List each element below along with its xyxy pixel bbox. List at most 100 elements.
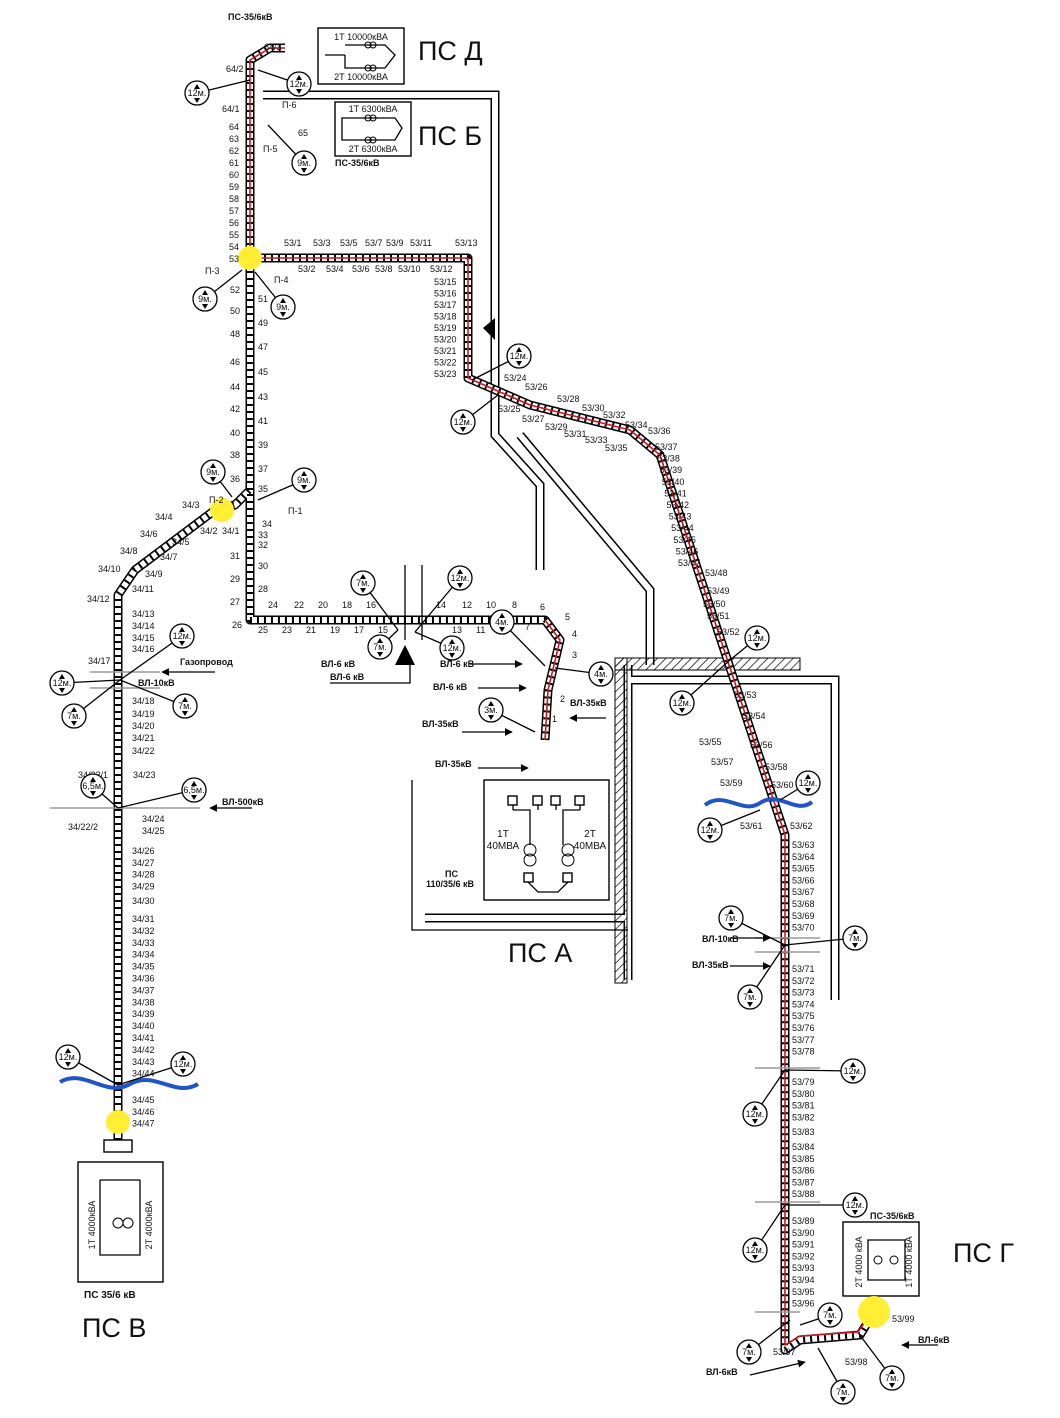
balloon-height-label: 4м. xyxy=(594,669,608,679)
peg-label-b53-56: 53/58 xyxy=(765,762,788,772)
vl35-g-label: ВЛ-35кВ xyxy=(692,960,729,970)
peg-label-top-24: 48 xyxy=(230,329,240,339)
peg-label-b34-7: 34/8 xyxy=(120,546,138,556)
height-balloon: 12м. xyxy=(117,1051,196,1086)
peg-label-top-47: 27 xyxy=(230,597,240,607)
peg-label-top-10: 60 xyxy=(229,170,239,180)
balloon-circle xyxy=(736,1339,762,1365)
peg-label-b53-46: 53/48 xyxy=(705,568,728,578)
balloon-circle xyxy=(291,467,317,493)
peg-label-b34-14: 34/15 xyxy=(132,633,155,643)
peg-label-b34-18: 34/19 xyxy=(132,709,155,719)
peg-label-top-62: 12 xyxy=(462,600,472,610)
balloon-circle xyxy=(742,1237,768,1263)
peg-label-b53-60: 53/62 xyxy=(790,821,813,831)
height-balloon: 12м. xyxy=(742,1069,786,1127)
peg-label-b53-78: 53/80 xyxy=(792,1089,815,1099)
height-balloon: 6,5м. xyxy=(80,773,119,809)
height-balloon: 7м. xyxy=(736,1319,791,1365)
peg-label-b53-77: 53/79 xyxy=(792,1077,815,1087)
peg-label-b34-34: 34/33 xyxy=(132,938,155,948)
balloon-arrows xyxy=(827,1306,833,1325)
balloon-height-label: 12м. xyxy=(746,1109,765,1119)
peg-label-b53-32: 53/34 xyxy=(625,420,648,430)
balloon-arrows xyxy=(889,1369,895,1388)
balloon-circle xyxy=(291,150,317,176)
balloon-height-label: 7м. xyxy=(885,1373,899,1383)
peg-label-b34-2: 34/3 xyxy=(182,500,200,510)
height-balloon: 9м. xyxy=(257,467,317,501)
peg-label-top-26: 46 xyxy=(230,357,240,367)
height-balloon: 12м. xyxy=(779,770,821,801)
peg-label-b53-75: 53/77 xyxy=(792,1035,815,1045)
substation-b-box: 1Т 6300кВА 2Т 6300кВА xyxy=(334,101,412,157)
peg-label-top-63: 11 xyxy=(476,625,485,635)
peg-label-b34-47: 34/46 xyxy=(132,1107,155,1117)
substation-d-box: 1Т 10000кВА 2Т 10000кВА xyxy=(317,27,405,85)
peg-label-top-42: 32 xyxy=(258,540,268,550)
peg-label-top-14: 56 xyxy=(229,218,239,228)
peg-label-top-15: 55 xyxy=(229,230,239,240)
station-a-label: ПС А xyxy=(508,938,572,968)
peg-label-b34-25: 34/24 xyxy=(142,814,165,824)
balloon-arrows xyxy=(301,471,307,490)
balloon-arrows xyxy=(377,638,383,657)
height-balloon: 12м. xyxy=(119,623,195,681)
peg-label-b34-40: 34/39 xyxy=(132,1009,155,1019)
peg-label-b53-76: 53/78 xyxy=(792,1047,815,1057)
balloon-circle xyxy=(718,905,744,931)
balloon-circle xyxy=(172,693,198,719)
peg-label-b53-66: 53/68 xyxy=(792,899,815,909)
peg-label-top-35: 37 xyxy=(258,464,268,474)
peg-label-b53-54: 53/56 xyxy=(750,740,773,750)
peg-label-b34-31: 34/30 xyxy=(132,896,155,906)
peg-label-top-29: 43 xyxy=(258,392,268,402)
peg-label-top-4: 65 xyxy=(298,128,308,138)
station-a-t1-power: 40МВА xyxy=(487,841,520,852)
peg-label-b53-52: 53/54 xyxy=(743,711,766,721)
balloon-arrows xyxy=(516,347,522,366)
peg-label-b53-68: 53/70 xyxy=(792,923,815,933)
balloon-height-label: 3м. xyxy=(484,705,498,715)
balloon-arrows xyxy=(752,1105,758,1124)
peg-label-b53-81: 53/83 xyxy=(792,1127,815,1137)
height-balloon: 12м. xyxy=(257,69,312,97)
peg-label-b34-26: 34/25 xyxy=(142,826,165,836)
height-balloon: 12м. xyxy=(450,394,499,435)
vl6-g-label-1: ВЛ-6кВ xyxy=(918,1335,950,1345)
balloon-arrows xyxy=(90,777,96,796)
peg-label-b53-27: 53/29 xyxy=(545,422,568,432)
peg-label-b53-95: 53/97 xyxy=(773,1347,796,1357)
peg-label-b53-83: 53/85 xyxy=(792,1154,815,1164)
height-balloon: 12м. xyxy=(184,79,251,106)
peg-label-top-43: 31 xyxy=(230,551,240,561)
peg-label-b34-5: 34/6 xyxy=(140,529,158,539)
balloon-arrows xyxy=(280,298,286,317)
balloon-height-label: 7м. xyxy=(724,913,738,923)
peg-label-b53-5: 53/6 xyxy=(352,264,370,274)
vl6-g-label-2: ВЛ-6кВ xyxy=(706,1367,738,1377)
balloon-height-label: 12м. xyxy=(844,1066,863,1076)
peg-label-b34-10: 34/11 xyxy=(132,584,154,594)
fence-wall xyxy=(614,657,801,984)
rivers xyxy=(59,797,814,1091)
peg-label-top-0: 64/3 xyxy=(264,42,282,52)
peg-label-b34-38: 34/37 xyxy=(132,985,155,995)
balloon-circle xyxy=(439,635,465,661)
peg-label-top-9: 61 xyxy=(229,158,239,168)
peg-label-top-51: 23 xyxy=(282,625,292,635)
substation-a-box: 1Т 40МВА 2Т 40МВА xyxy=(483,779,610,901)
peg-label-b53-84: 53/86 xyxy=(792,1166,815,1176)
peg-label-top-13: 57 xyxy=(229,206,239,216)
balloon-height-label: 7м. xyxy=(742,1347,756,1357)
balloon-height-label: 12м. xyxy=(673,698,692,708)
peg-label-top-45: 29 xyxy=(230,574,240,584)
peg-label-b53-6: 53/7 xyxy=(365,238,383,248)
peg-label-b53-64: 53/66 xyxy=(792,875,815,885)
peg-label-top-11: 59 xyxy=(229,182,239,192)
balloon-height-label: 12м. xyxy=(173,631,192,641)
height-balloon: 9м. xyxy=(254,271,296,320)
peg-label-top-16: 54 xyxy=(229,242,239,252)
balloon-circle xyxy=(840,1058,866,1084)
peg-label-b53-1: 53/2 xyxy=(298,264,316,274)
